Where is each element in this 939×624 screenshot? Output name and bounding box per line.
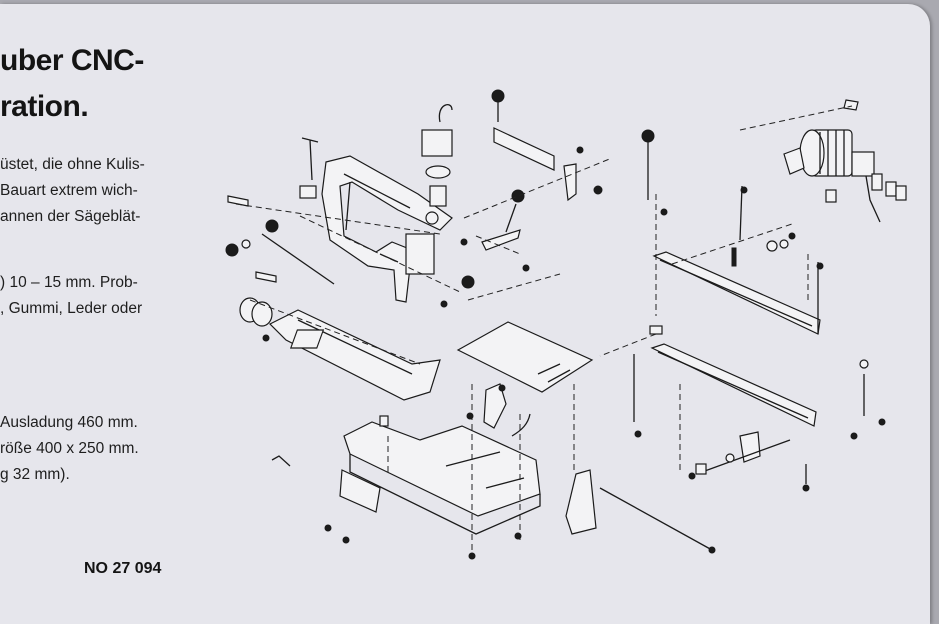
pivot-bracket xyxy=(695,431,791,475)
lower-arm-rail xyxy=(239,297,441,401)
bracket-small xyxy=(299,185,317,199)
slide-bar xyxy=(491,89,603,202)
heading-line-2: ration. xyxy=(0,90,89,123)
label-strip-2 xyxy=(255,271,277,283)
tension-knobs xyxy=(225,219,475,289)
paragraph-2-line-1: ) 10 – 15 mm. Prob- xyxy=(0,274,138,291)
hook-mark xyxy=(271,455,291,467)
catalog-page: uber CNC- ration. üstet, die ohne Kulis-… xyxy=(0,4,930,624)
column-support xyxy=(565,469,597,535)
order-number: NO 27 094 xyxy=(84,560,162,577)
saw-arm-frame xyxy=(321,155,453,303)
paragraph-1-line-2: Bauart extrem wich- xyxy=(0,182,138,199)
paragraph-3-line-2: röße 400 x 250 mm. xyxy=(0,440,139,457)
motor xyxy=(783,99,907,223)
loose-screws xyxy=(262,146,886,560)
drive-lever xyxy=(481,189,525,251)
lower-arm xyxy=(649,325,817,427)
vent-grille xyxy=(289,329,325,349)
paragraph-1-line-3: annen der Sägeblät- xyxy=(0,208,141,225)
assembly-lines xyxy=(235,105,853,552)
paragraph-2-line-2: , Gummi, Leder oder xyxy=(0,300,143,317)
paragraph-3-line-1: Ausladung 460 mm. xyxy=(0,414,138,431)
heading-line-1: uber CNC- xyxy=(0,44,144,77)
hold-down-clamp xyxy=(421,104,453,207)
paragraph-1-line-1: üstet, die ohne Kulis- xyxy=(0,156,145,173)
paragraph-3-line-3: g 32 mm). xyxy=(0,466,70,483)
tilt-arc xyxy=(511,413,531,437)
tilt-bracket xyxy=(483,383,507,429)
allen-key xyxy=(301,137,319,181)
exploded-parts-diagram xyxy=(225,89,907,560)
tie-rod xyxy=(599,487,713,551)
vertical-rods xyxy=(633,129,869,484)
machine-base xyxy=(339,415,541,535)
upper-arm xyxy=(652,185,821,335)
worktable xyxy=(456,321,594,393)
